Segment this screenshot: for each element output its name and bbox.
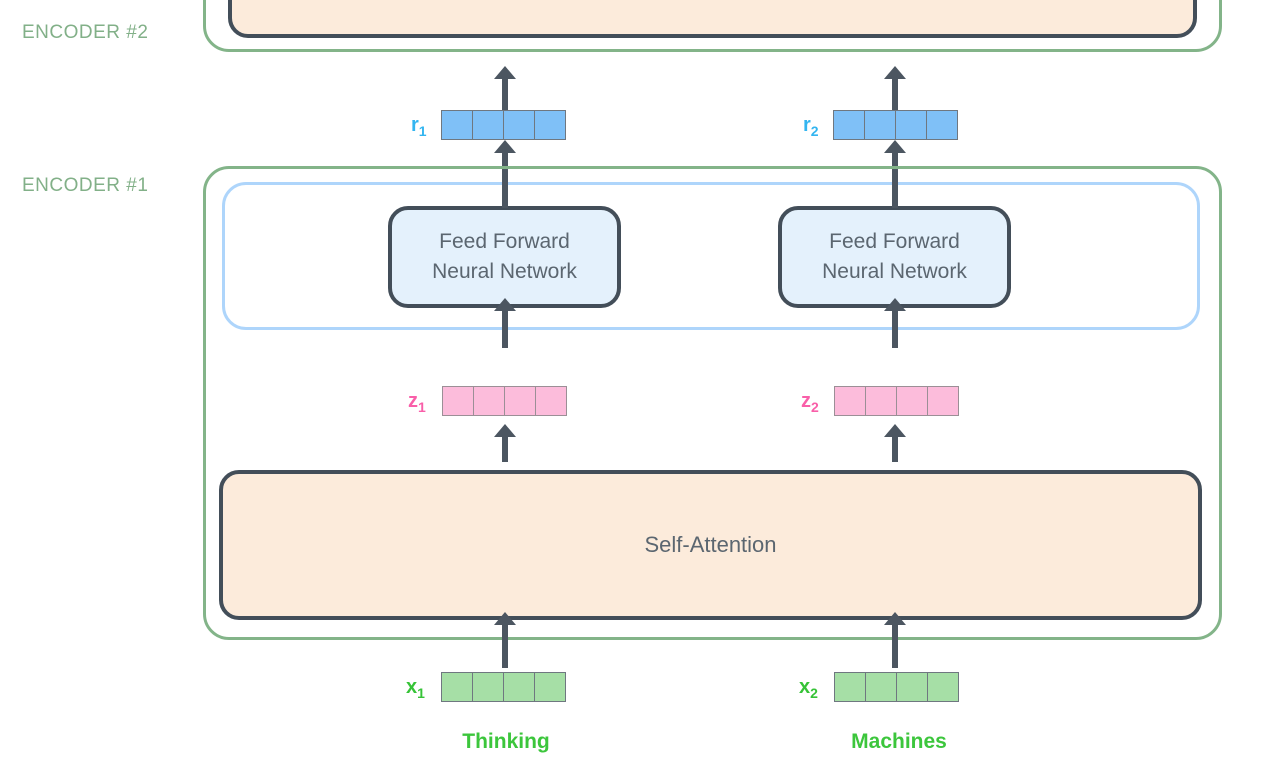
- arrow-encoder1-to-r2: [884, 140, 906, 178]
- encoder-1-label: ENCODER #1: [22, 175, 149, 196]
- vector-cell: [926, 110, 958, 140]
- vector-cell: [473, 386, 505, 416]
- vector-cell: [834, 386, 866, 416]
- feed-forward-right-text: Feed Forward Neural Network: [822, 227, 967, 287]
- vector-cell: [865, 386, 897, 416]
- vector-cell: [927, 386, 959, 416]
- vector-cell: [441, 110, 473, 140]
- arrow-encoder1-to-r1: [494, 140, 516, 178]
- arrow-head-icon: [884, 140, 906, 153]
- feed-forward-sublayer-shell: [222, 182, 1200, 330]
- vector-cell: [442, 386, 474, 416]
- feed-forward-block-right: Feed Forward Neural Network: [778, 206, 1011, 308]
- arrow-shaft: [892, 307, 898, 348]
- arrow-head-icon: [884, 298, 906, 311]
- vector-cell: [896, 386, 928, 416]
- arrow-head-icon: [494, 140, 516, 153]
- vector-cell: [472, 110, 504, 140]
- vector-label-z1: z1: [408, 390, 426, 415]
- arrow-shaft: [502, 149, 508, 178]
- vector-r2: [833, 110, 958, 140]
- encoder-2-label: ENCODER #2: [22, 22, 149, 43]
- line-ffnn-right-out: [892, 178, 898, 208]
- arrow-head-icon: [884, 66, 906, 79]
- vector-cell: [895, 110, 927, 140]
- vector-label-x1: x1: [406, 676, 425, 701]
- arrow-attention-to-z1: [494, 424, 516, 462]
- vector-label-z2: z2: [801, 390, 819, 415]
- arrow-head-icon: [494, 66, 516, 79]
- vector-x1: [441, 672, 566, 702]
- vector-z1: [442, 386, 567, 416]
- arrow-head-icon: [884, 424, 906, 437]
- ffnn-right-line2: Neural Network: [822, 260, 967, 283]
- arrow-head-icon: [494, 612, 516, 625]
- vector-cell: [864, 110, 896, 140]
- encoder-2-attention-block: [228, 0, 1197, 38]
- vector-cell: [503, 110, 535, 140]
- vector-cell: [834, 672, 866, 702]
- vector-cell: [865, 672, 897, 702]
- line-ffnn-left-out: [502, 178, 508, 208]
- arrow-shaft: [892, 621, 898, 668]
- self-attention-label: Self-Attention: [644, 532, 777, 558]
- encoder-2-shell: [203, 0, 1222, 52]
- vector-cell: [927, 672, 959, 702]
- vector-cell: [535, 386, 567, 416]
- arrow-z2-to-ffnn: [884, 298, 906, 348]
- arrow-r2-to-encoder2: [884, 66, 906, 110]
- feed-forward-block-left: Feed Forward Neural Network: [388, 206, 621, 308]
- vector-r1: [441, 110, 566, 140]
- vector-cell: [441, 672, 473, 702]
- vector-cell: [504, 386, 536, 416]
- ffnn-left-line1: Feed Forward: [439, 230, 570, 254]
- arrow-head-icon: [494, 424, 516, 437]
- vector-label-r1: r1: [411, 114, 427, 139]
- arrow-shaft: [502, 433, 508, 462]
- arrow-z1-to-ffnn: [494, 298, 516, 348]
- arrow-x2-to-attention: [884, 612, 906, 668]
- self-attention-block: Self-Attention: [219, 470, 1202, 620]
- arrow-shaft: [892, 149, 898, 178]
- arrow-shaft: [502, 621, 508, 668]
- vector-cell: [833, 110, 865, 140]
- vector-cell: [534, 672, 566, 702]
- vector-cell: [534, 110, 566, 140]
- ffnn-left-line2: Neural Network: [432, 260, 577, 283]
- vector-z2: [834, 386, 959, 416]
- arrow-shaft: [892, 75, 898, 110]
- vector-label-r2: r2: [803, 114, 819, 139]
- vector-cell: [472, 672, 504, 702]
- arrow-shaft: [892, 433, 898, 462]
- vector-cell: [896, 672, 928, 702]
- vector-x2: [834, 672, 959, 702]
- arrow-attention-to-z2: [884, 424, 906, 462]
- feed-forward-left-text: Feed Forward Neural Network: [432, 227, 577, 287]
- ffnn-right-line1: Feed Forward: [829, 230, 960, 254]
- vector-cell: [503, 672, 535, 702]
- arrow-shaft: [502, 307, 508, 348]
- encoder-1-shell: [203, 166, 1222, 640]
- word-label-thinking: Thinking: [462, 730, 550, 753]
- arrow-shaft: [502, 75, 508, 110]
- arrow-r1-to-encoder2: [494, 66, 516, 110]
- arrow-head-icon: [884, 612, 906, 625]
- arrow-head-icon: [494, 298, 516, 311]
- vector-label-x2: x2: [799, 676, 818, 701]
- word-label-machines: Machines: [851, 730, 947, 753]
- arrow-x1-to-attention: [494, 612, 516, 668]
